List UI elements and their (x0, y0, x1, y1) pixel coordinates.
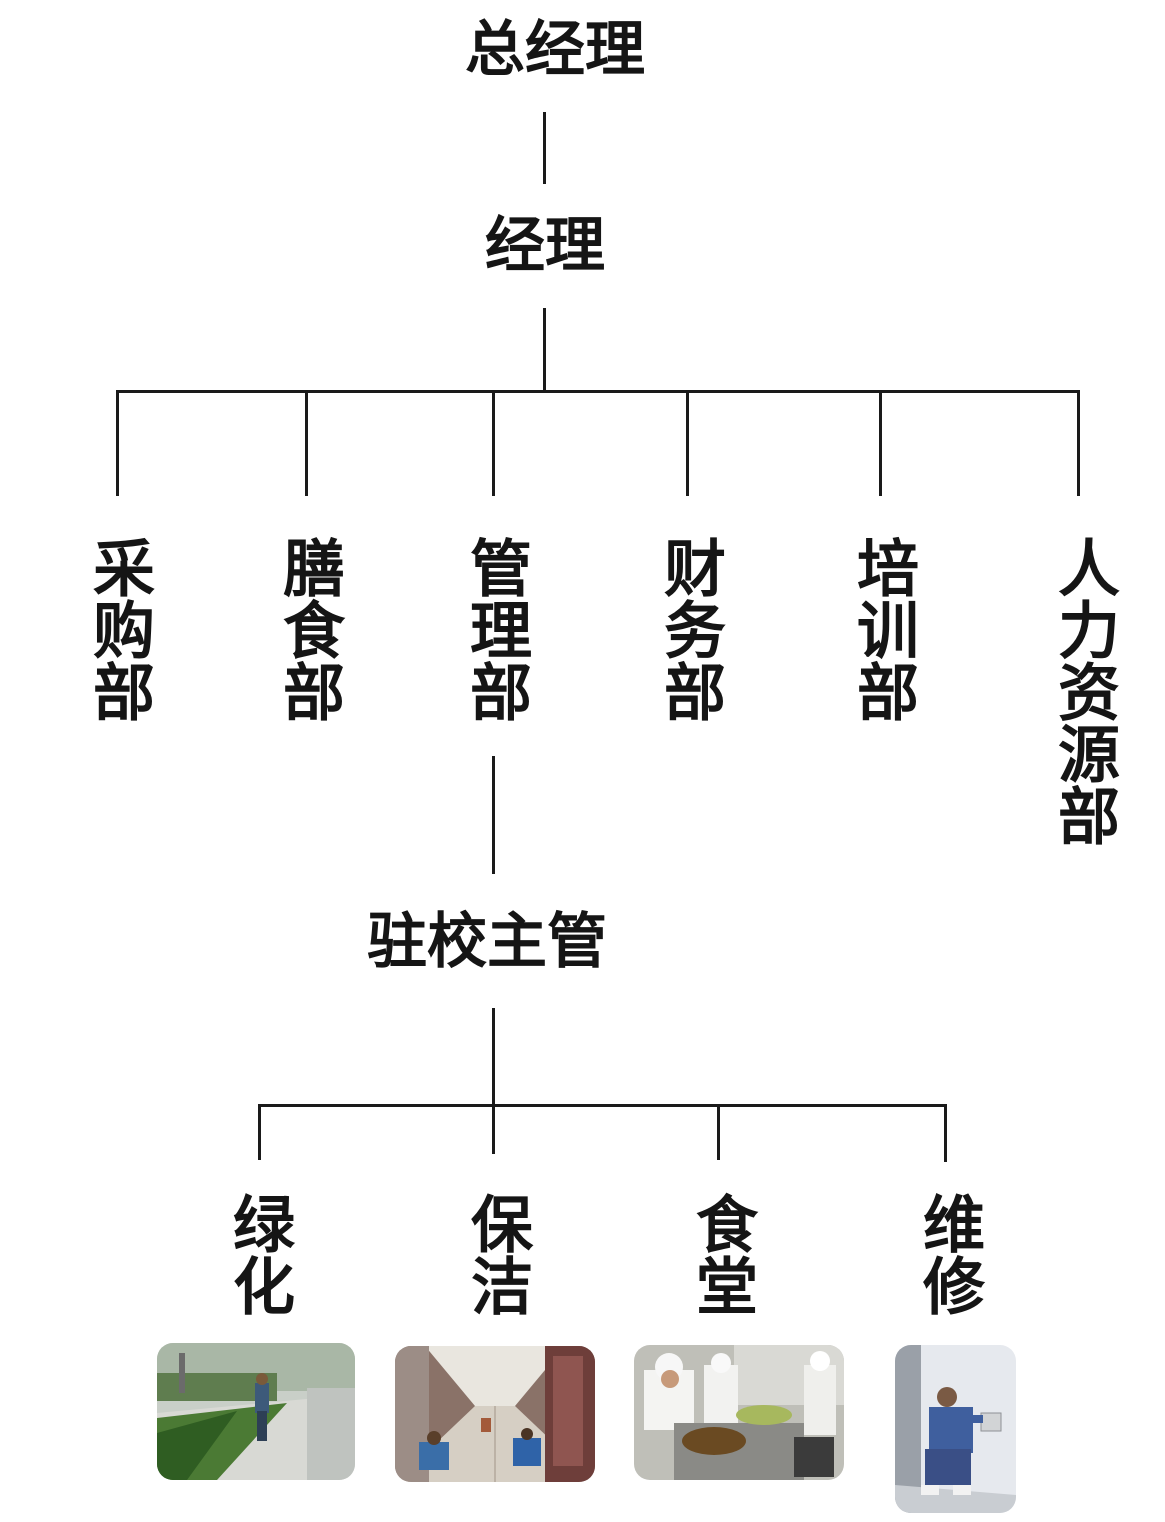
node-dept-procurement: 采购部 (82, 536, 155, 722)
drop-dept-3 (492, 390, 495, 496)
connector-supervisor-bus (492, 1008, 495, 1106)
node-general-manager: 总经理 (465, 15, 645, 85)
node-dept-hr: 人力资源部 (1047, 536, 1120, 846)
drop-service-3 (717, 1104, 720, 1160)
drop-dept-1 (116, 390, 119, 496)
drop-dept-5 (879, 390, 882, 496)
connector-manager-bus (543, 308, 546, 392)
connector-gm-manager (543, 112, 546, 184)
node-service-greening: 绿化 (222, 1192, 295, 1316)
node-manager: 经理 (485, 211, 605, 281)
drop-service-2 (492, 1104, 495, 1154)
department-bus (116, 390, 1080, 393)
node-service-maintenance: 维修 (912, 1192, 985, 1316)
photo-cleaning (395, 1346, 595, 1482)
node-dept-finance: 财务部 (653, 536, 726, 722)
service-bus (258, 1104, 947, 1107)
node-service-cleaning: 保洁 (460, 1192, 533, 1316)
photo-maintenance (895, 1345, 1016, 1513)
drop-dept-4 (686, 390, 689, 496)
connector-management-supervisor (492, 756, 495, 874)
drop-service-1 (258, 1104, 261, 1160)
node-dept-management: 管理部 (459, 536, 532, 722)
drop-dept-6 (1077, 390, 1080, 496)
node-service-canteen: 食堂 (685, 1192, 758, 1316)
node-dept-training: 培训部 (846, 536, 919, 722)
drop-service-4 (944, 1104, 947, 1162)
node-dept-catering: 膳食部 (272, 536, 345, 722)
drop-dept-2 (305, 390, 308, 496)
photo-canteen (634, 1345, 844, 1480)
node-onsite-supervisor: 驻校主管 (367, 907, 607, 977)
photo-greening (157, 1343, 355, 1480)
